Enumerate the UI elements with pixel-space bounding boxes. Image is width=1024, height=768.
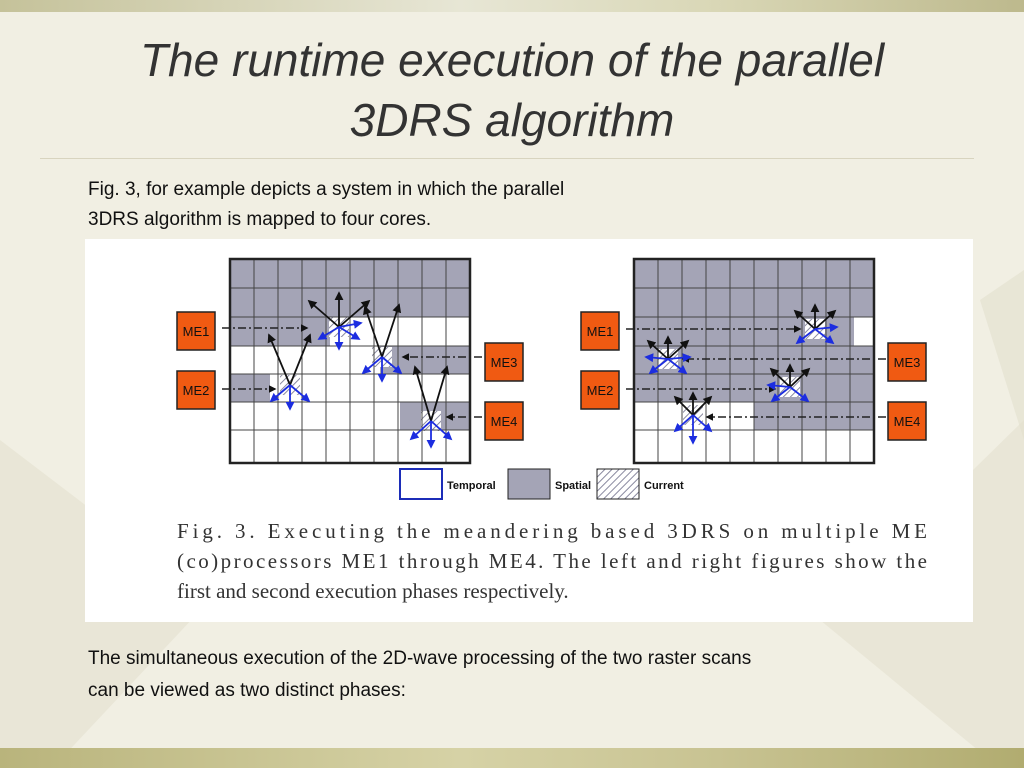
legend-spatial-label: Spatial	[555, 480, 591, 492]
right-grid	[626, 257, 886, 465]
legend-spatial-swatch	[507, 468, 551, 500]
bottom-decor-bar	[0, 748, 1024, 768]
intro-line-2: 3DRS algorithm is mapped to four cores.	[88, 209, 432, 230]
left-me3-box: ME3	[484, 342, 524, 382]
figure-legend: Temporal Spatial Current	[399, 468, 684, 500]
left-me2-label: ME2	[183, 383, 210, 398]
left-grid	[222, 257, 482, 465]
phases-line-1: The simultaneous execution of the 2D-wav…	[88, 648, 752, 669]
phases-line-2: can be viewed as two distinct phases:	[88, 680, 406, 701]
left-me3-label: ME3	[491, 355, 518, 370]
caption-line-3: first and second execution phases respec…	[177, 579, 569, 603]
right-me3-box: ME3	[887, 342, 927, 382]
intro-text: Fig. 3, for example depicts a system in …	[88, 175, 728, 235]
title-divider	[40, 158, 974, 159]
legend-temporal-label: Temporal	[447, 480, 496, 492]
slide-title: The runtime execution of the parallel 3D…	[40, 30, 984, 150]
left-me4-box: ME4	[484, 401, 524, 441]
caption-line-1: Fig. 3. Executing the meandering based 3…	[177, 519, 927, 543]
left-me1-box: ME1	[176, 311, 216, 351]
right-me3-label: ME3	[894, 355, 921, 370]
legend-temporal-swatch	[399, 468, 443, 500]
left-me4-label: ME4	[491, 414, 518, 429]
right-me2-label: ME2	[587, 383, 614, 398]
intro-line-1: Fig. 3, for example depicts a system in …	[88, 179, 565, 200]
figure-diagram: ME1 ME2 ME3 ME4	[176, 257, 927, 603]
right-me4-label: ME4	[894, 414, 921, 429]
left-me1-label: ME1	[183, 324, 210, 339]
right-me2-box: ME2	[580, 370, 620, 410]
top-decor-bar	[0, 0, 1024, 12]
left-me2-box: ME2	[176, 370, 216, 410]
right-me4-box: ME4	[887, 401, 927, 441]
right-me1-box: ME1	[580, 311, 620, 351]
right-me1-label: ME1	[587, 324, 614, 339]
title-line-1: The runtime execution of the parallel	[139, 34, 885, 86]
figure-caption: Fig. 3. Executing the meandering based 3…	[177, 519, 927, 603]
title-line-2: 3DRS algorithm	[349, 94, 675, 146]
legend-current-label: Current	[644, 480, 684, 492]
legend-current-swatch	[596, 468, 640, 500]
phases-text: The simultaneous execution of the 2D-wav…	[88, 643, 968, 707]
figure-3-image: ME1 ME2 ME3 ME4	[85, 239, 973, 622]
caption-line-2: (co)processors ME1 through ME4. The left…	[177, 549, 927, 573]
